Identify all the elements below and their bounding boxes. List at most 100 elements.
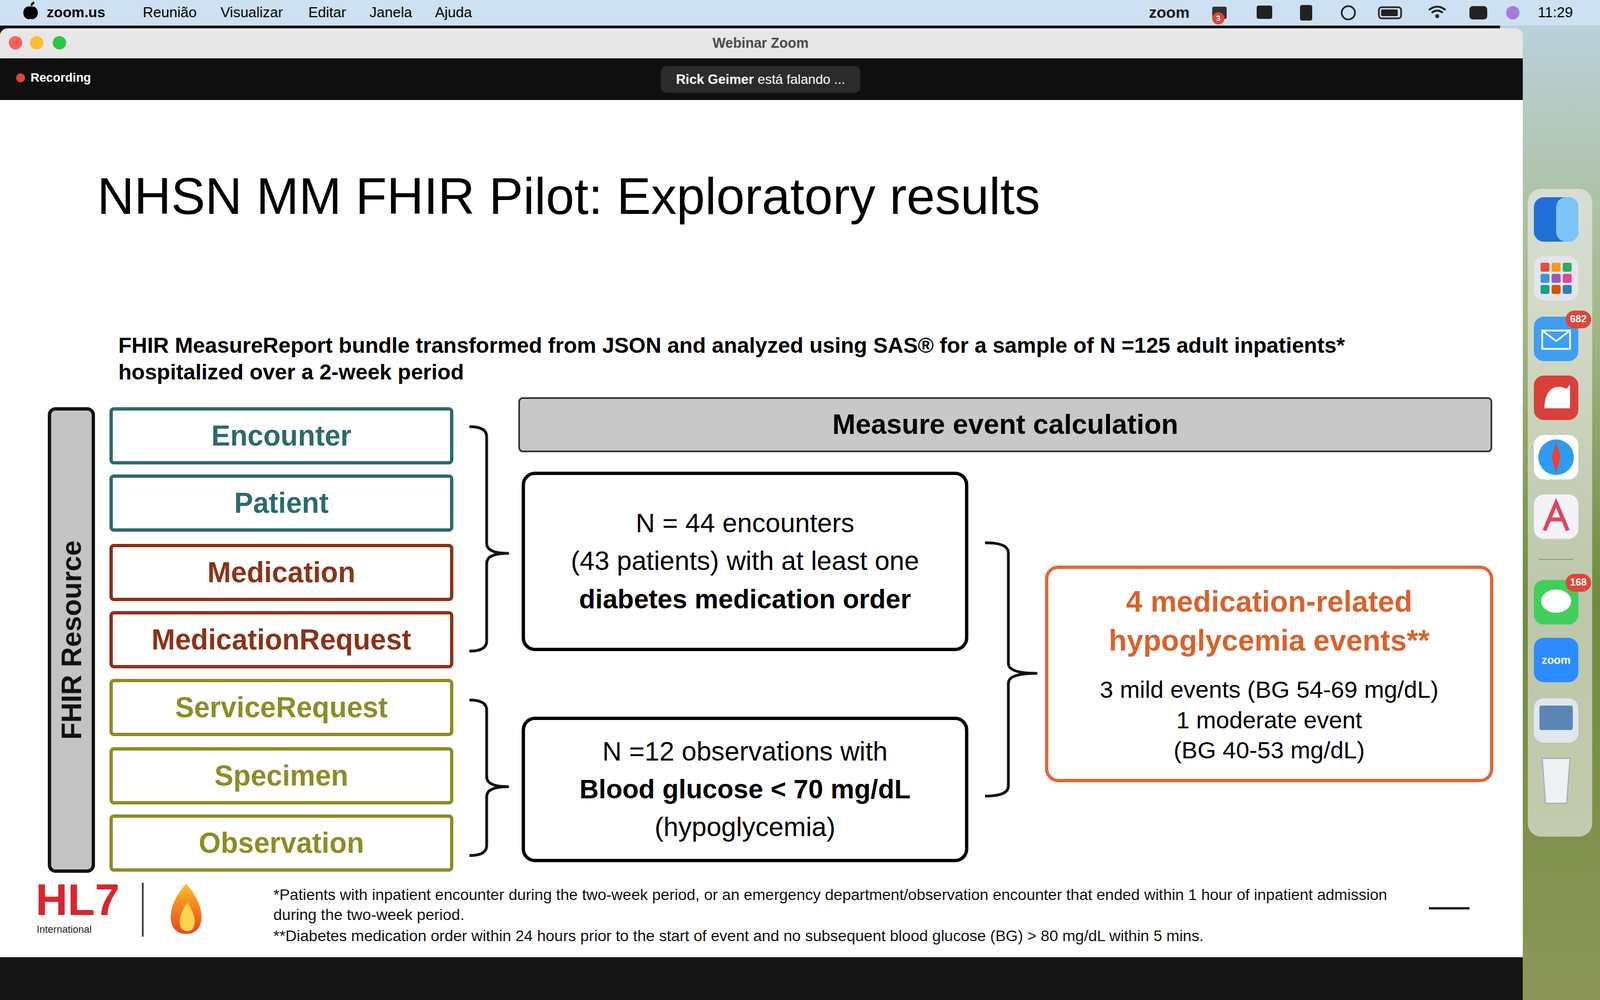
fhir-flame: [179, 902, 195, 932]
launchpad-icon: [1562, 262, 1572, 272]
zoom-icon: [1533, 637, 1579, 683]
meeting-toolbar: [0, 58, 1523, 100]
node-text: diabetes medication order: [578, 580, 912, 619]
recording-dot: [16, 73, 25, 83]
bottom-bar: [0, 957, 1523, 1000]
control-center-icon: [1469, 6, 1488, 20]
window-title: Webinar Zoom: [712, 34, 809, 52]
speaker-pill: Rick Geimerestá falando ...: [661, 66, 861, 93]
node-heading: Measure event calculation: [832, 407, 1178, 443]
node-heading: Patient: [233, 485, 329, 522]
resource-box: ServiceRequest: [109, 678, 454, 737]
wifi-icon: [1435, 14, 1440, 19]
slide-dash: [1428, 907, 1470, 910]
dock: [1527, 188, 1593, 837]
app-menu: zoom.us: [46, 3, 105, 22]
dock-icon-text: zoom: [1541, 653, 1571, 667]
badge-count: 168: [1570, 576, 1587, 589]
node-heading: 4 medication-related hypoglycemia events…: [1069, 582, 1470, 660]
node-heading: FHIR Resource: [53, 540, 89, 740]
notification-badge: [1212, 12, 1225, 25]
section-header: Measure event calculation: [518, 397, 1493, 453]
node-text: (BG 40-53 mg/dL): [1173, 735, 1365, 766]
dock-separator: [1538, 558, 1574, 560]
status-icon: [1300, 5, 1313, 21]
logo-text: HL7: [35, 877, 120, 923]
node-heading: MedicationRequest: [151, 622, 412, 658]
launchpad-icon: [1540, 285, 1550, 294]
launchpad-icon: [1562, 273, 1572, 283]
node-text: Blood glucose < 70 mg/dL: [579, 770, 911, 809]
launchpad-icon: [1540, 262, 1550, 272]
node-text: (43 patients) with at least one: [570, 542, 919, 580]
speaker-status: está falando ...: [757, 71, 845, 88]
slide-subtitle: FHIR MeasureReport bundle transformed fr…: [118, 332, 1452, 385]
preview-icon: [1539, 705, 1573, 730]
node-heading: N = 44 encounters: [635, 504, 855, 543]
app-window: [0, 28, 1523, 1000]
messages-icon: [1541, 589, 1572, 613]
bracket: [469, 700, 508, 856]
badge-count: 682: [1570, 313, 1587, 326]
title-bar: [0, 28, 1523, 59]
preview-icon: [1533, 698, 1579, 743]
bracket: [985, 542, 1037, 797]
finder-icon: [1533, 197, 1579, 242]
slide-title: NHSN MM FHIR Pilot: Exploratory results: [97, 165, 1040, 227]
resource-box: Specimen: [109, 747, 454, 805]
launchpad-icon: [1533, 256, 1579, 301]
wifi-icon: [1428, 6, 1446, 13]
trash-icon: [1542, 758, 1570, 804]
bracket: [469, 426, 508, 652]
resource-box: Observation: [109, 814, 454, 872]
finder-icon: [1556, 197, 1579, 242]
menu-item: Visualizar: [220, 3, 283, 22]
slide: [0, 100, 1523, 958]
menu-item: Editar: [308, 3, 347, 22]
launchpad-icon: [1551, 262, 1561, 272]
clock-icon: [1341, 6, 1355, 20]
app-icon: [1533, 494, 1579, 539]
result-box: 4 medication-related hypoglycemia events…: [1045, 565, 1494, 783]
zoom-button: [52, 36, 67, 50]
status-app-name: zoom: [1148, 3, 1190, 23]
resource-box: MedicationRequest: [109, 611, 454, 669]
battery-level: [1381, 9, 1398, 17]
resource-band: FHIR Resource: [47, 407, 95, 873]
menu-item: Janela: [369, 3, 413, 22]
notification-badge: [1565, 310, 1592, 329]
badge-count: 3: [1216, 13, 1221, 24]
logo-divider: [142, 882, 144, 937]
notification-badge: [1565, 573, 1592, 592]
close-button: [8, 36, 23, 50]
resource-box: Patient: [109, 474, 454, 532]
calculation-box: N =12 observations withBlood glucose < 7…: [521, 716, 969, 863]
logo-subtext: International: [36, 924, 92, 935]
calculation-box: N = 44 encounters(43 patients) with at l…: [521, 471, 969, 652]
mail-icon: [1542, 330, 1570, 349]
bear-icon: [1544, 384, 1570, 409]
battery-icon: [1378, 7, 1402, 19]
safari-icon: [1551, 441, 1561, 473]
siri-icon: [1506, 6, 1520, 20]
menu-item: Ajuda: [435, 3, 473, 22]
node-heading: Medication: [207, 555, 355, 591]
node-text: 3 mild events (BG 54-69 mg/dL): [1100, 674, 1439, 705]
minimize-button: [30, 36, 44, 50]
footnote: **Diabetes medication order within 24 ho…: [273, 926, 1496, 947]
launchpad-icon: [1551, 285, 1561, 294]
launchpad-icon: [1540, 273, 1550, 283]
launchpad-icon: [1562, 285, 1572, 294]
status-icon: [1256, 5, 1273, 19]
resource-box: Medication: [109, 543, 454, 602]
resource-box: Encounter: [109, 407, 454, 465]
clock: 11:29: [1537, 3, 1573, 22]
footnote: *Patients with inpatient encounter durin…: [273, 885, 1390, 926]
node-heading: Observation: [198, 825, 365, 862]
menu-item: Reunião: [142, 3, 197, 22]
node-text: 1 moderate event: [1176, 705, 1363, 736]
safari-icon: [1538, 439, 1574, 475]
apple-logo: [23, 1, 38, 19]
node-heading: Encounter: [211, 418, 352, 454]
